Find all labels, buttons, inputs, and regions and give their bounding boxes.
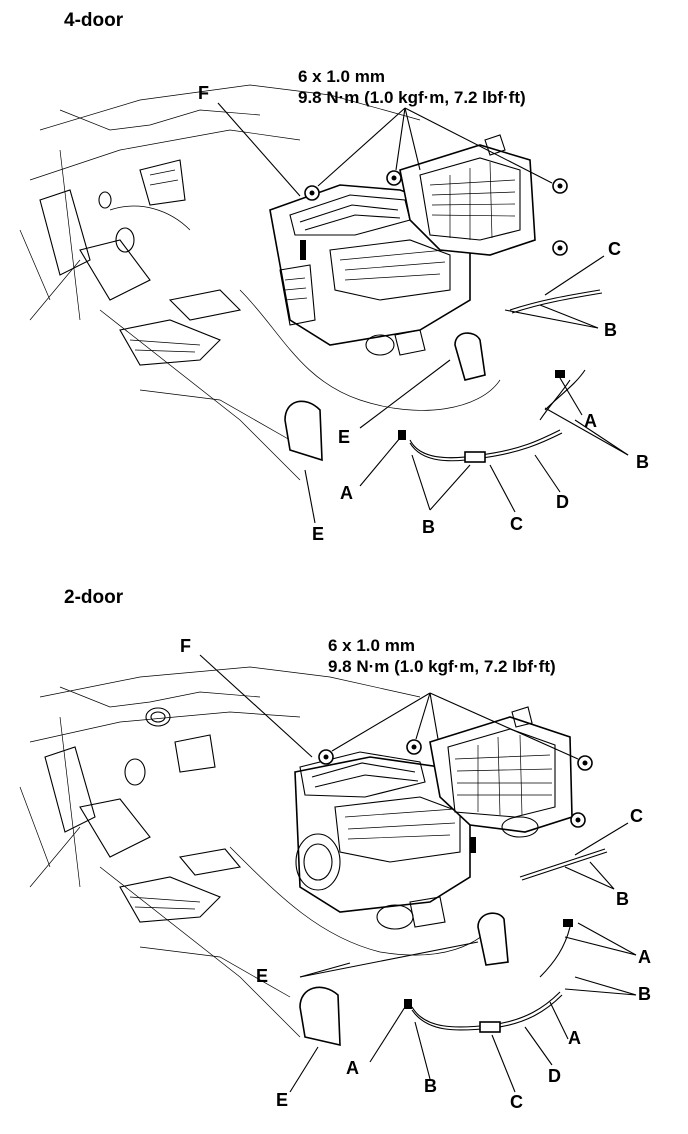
callout-b: B: [636, 452, 649, 472]
callout-b: B: [604, 320, 617, 340]
leader-lines: [217, 102, 629, 524]
heater-unit-illustration: [19, 84, 629, 524]
ducts: [299, 912, 509, 1047]
callout-a: A: [568, 1028, 581, 1048]
callout-e: E: [276, 1090, 289, 1110]
heater-unit: [294, 751, 476, 930]
callout-f: F: [198, 83, 209, 103]
callout-e: E: [338, 427, 351, 447]
ducts: [284, 332, 486, 462]
dashboard-frame: [19, 666, 501, 1038]
callout-c: C: [510, 514, 523, 534]
bolt-size-label: 6 x 1.0 mm: [298, 67, 385, 86]
callout-a: A: [584, 411, 597, 431]
callout-d: D: [548, 1066, 561, 1086]
wire-harness: [404, 848, 608, 1033]
leader-lines: [199, 654, 637, 1093]
callout-a: A: [638, 947, 651, 967]
torque-value-label: 9.8 N·m (1.0 kgf·m, 7.2 lbf·ft): [328, 657, 556, 676]
torque-spec: 6 x 1.0 mm 9.8 N·m (1.0 kgf·m, 7.2 lbf·f…: [298, 66, 526, 108]
mounting-nuts: [318, 739, 593, 828]
mounting-nuts: [304, 170, 568, 256]
panel-title: 2-door: [64, 587, 124, 608]
callout-a: A: [340, 483, 353, 503]
callout-d: D: [556, 492, 569, 512]
heater-unit-illustration: [19, 654, 637, 1093]
callout-b: B: [616, 889, 629, 909]
callout-e: E: [256, 966, 269, 986]
dashboard-frame: [19, 84, 501, 481]
callout-c: C: [510, 1092, 523, 1112]
callout-e: E: [312, 524, 325, 544]
torque-spec: 6 x 1.0 mm 9.8 N·m (1.0 kgf·m, 7.2 lbf·f…: [328, 635, 556, 677]
wire-harness: [398, 289, 603, 463]
callout-a: A: [346, 1058, 359, 1078]
callout-b: B: [638, 984, 651, 1004]
callout-c: C: [630, 806, 643, 826]
panel-4-door: 4-door 6 x 1.0 mm 9.8 N·m (1.0 kgf·m, 7.…: [19, 10, 649, 544]
callout-f: F: [180, 636, 191, 656]
blower-unit: [429, 706, 573, 838]
panel-2-door: 2-door 6 x 1.0 mm 9.8 N·m (1.0 kgf·m, 7.…: [0, 567, 688, 1134]
panel-title: 4-door: [64, 10, 124, 31]
callout-b: B: [422, 517, 435, 537]
callout-c: C: [608, 239, 621, 259]
blower-unit: [399, 134, 536, 256]
torque-value-label: 9.8 N·m (1.0 kgf·m, 7.2 lbf·ft): [298, 88, 526, 107]
callout-b: B: [424, 1076, 437, 1096]
bolt-size-label: 6 x 1.0 mm: [328, 636, 415, 655]
